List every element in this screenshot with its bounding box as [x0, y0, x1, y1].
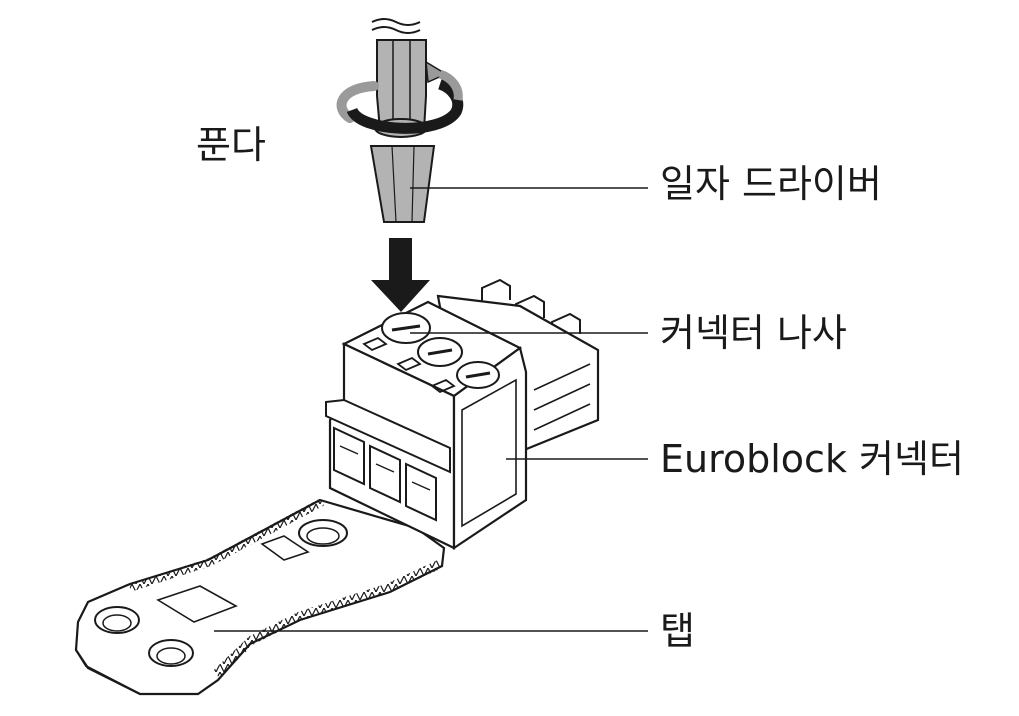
- loosen-label: 푼다: [196, 123, 266, 167]
- tab: [74, 498, 446, 696]
- screwdriver-label: 일자 드라이버: [660, 162, 882, 206]
- screwdriver: [369, 18, 436, 223]
- connector-screw-label: 커넥터 나사: [660, 311, 847, 355]
- euroblock-connector: [325, 278, 600, 551]
- leader-lines: [214, 187, 648, 632]
- tab-label: 탭: [660, 609, 695, 653]
- rotation-arrow-icon: [336, 60, 464, 134]
- euroblock-connector-label: Euroblock 커넥터: [660, 437, 964, 481]
- down-arrow-icon: [371, 238, 430, 312]
